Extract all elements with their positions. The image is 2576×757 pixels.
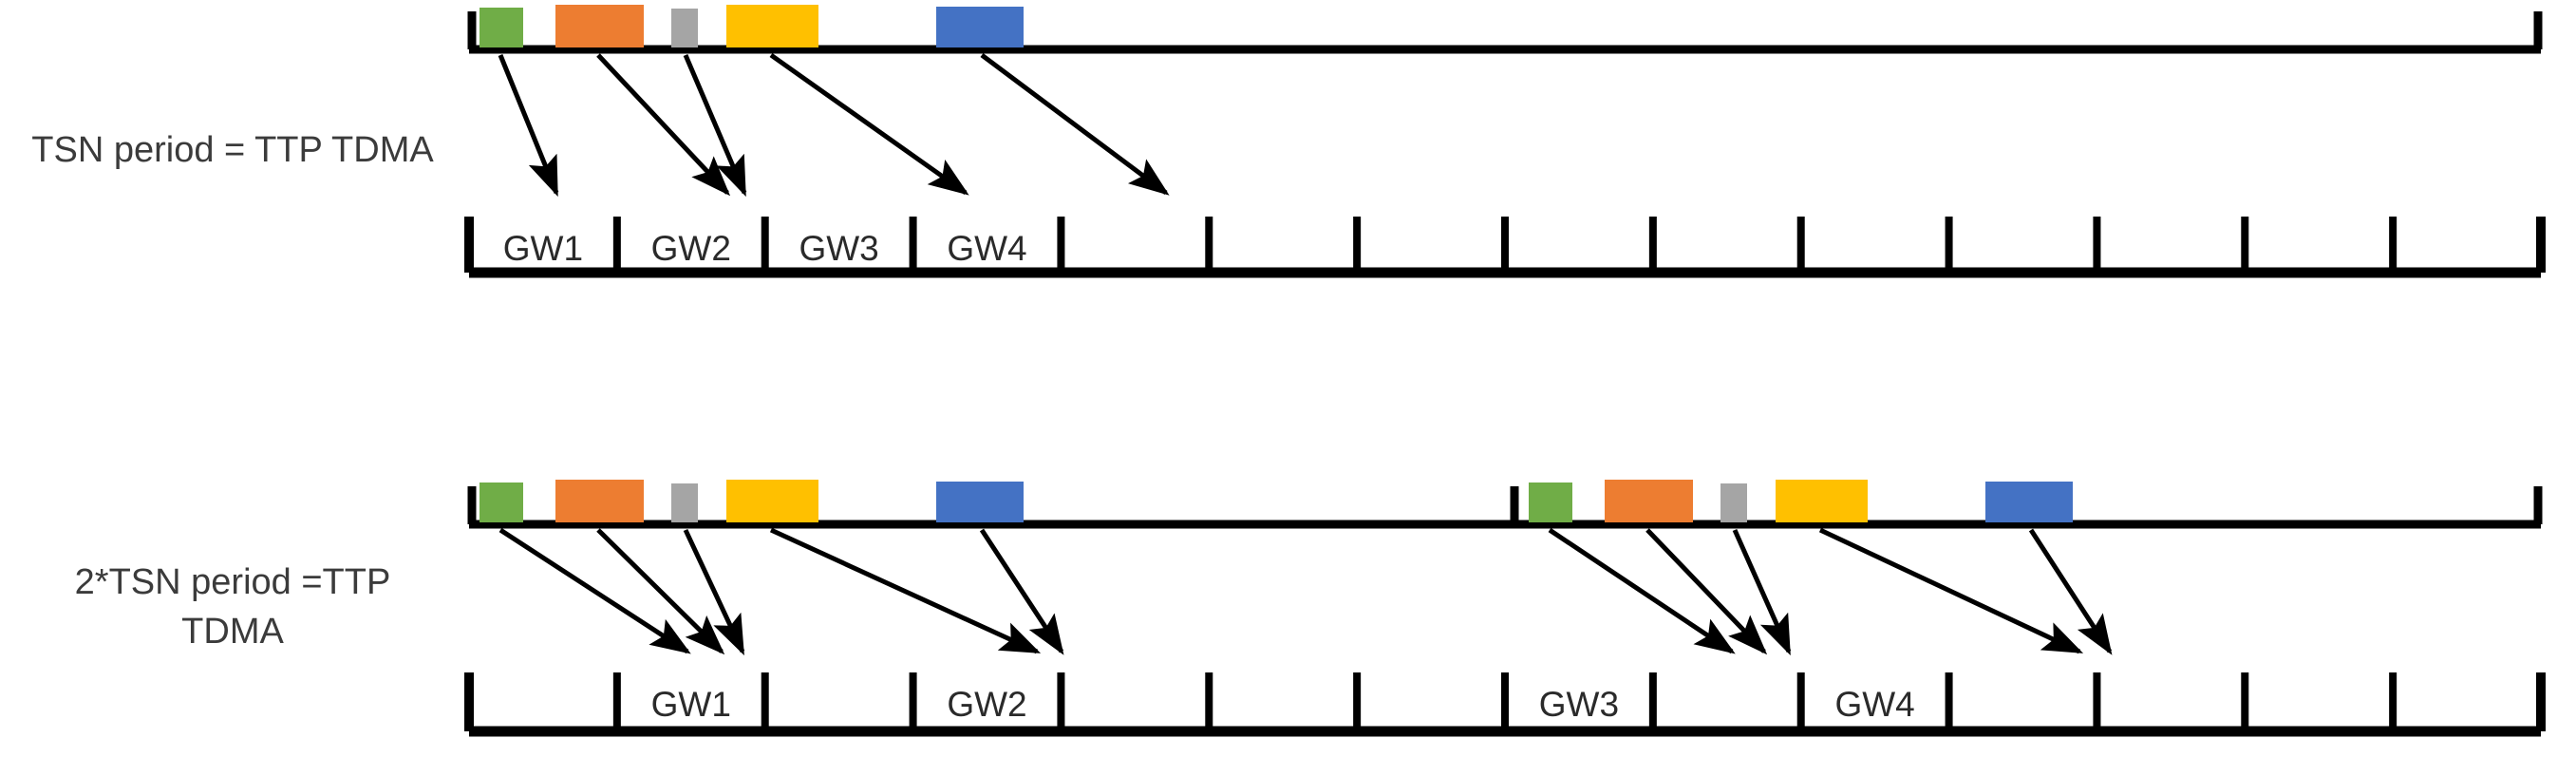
stream-yellow[interactable]	[726, 5, 818, 47]
arrow-green-2-to-gw3	[1548, 527, 1736, 654]
arrow-gray-1-to-gw1	[683, 528, 745, 656]
stream-gray-1[interactable]	[671, 483, 698, 522]
arrow-yellow-1-to-gw2	[769, 527, 1042, 654]
stream-green-1[interactable]	[479, 483, 523, 522]
arrow-gray-to-gw2	[683, 54, 747, 198]
tdma-slot-label-gw3: GW3	[1538, 685, 1620, 724]
arrow-blue-to-gw4	[980, 52, 1170, 196]
stream-green-2[interactable]	[1529, 483, 1572, 522]
arrow-green-1-to-gw1	[498, 527, 691, 654]
tdma-slot-label-gw4: GW4	[1834, 685, 1915, 724]
tdma-slot-label-gw1: GW1	[502, 229, 584, 268]
arrow-orange-to-gw2	[596, 53, 731, 197]
stream-gray[interactable]	[671, 9, 698, 47]
stream-orange-2[interactable]	[1605, 480, 1693, 522]
stream-blue-1[interactable]	[936, 482, 1024, 522]
row-label-tsn-period: TSN period = TTP TDMA	[31, 130, 434, 170]
arrow-yellow-to-gw3	[769, 52, 969, 196]
stream-green[interactable]	[479, 8, 523, 47]
arrow-orange-1-to-gw1	[596, 528, 725, 655]
tdma-slot-label-gw2: GW2	[947, 685, 1027, 724]
stream-yellow-1[interactable]	[726, 480, 818, 522]
arrow-green-to-gw1	[498, 54, 559, 198]
arrow-yellow-2-to-gw4	[1818, 527, 2084, 654]
stream-yellow-2[interactable]	[1776, 480, 1868, 522]
arrow-blue-1-to-gw2	[979, 528, 1064, 655]
tdma-slot-label-gw2: GW2	[650, 229, 731, 268]
stream-blue[interactable]	[936, 7, 1024, 47]
tdma-slot-label-gw1: GW1	[650, 685, 731, 724]
arrow-blue-2-to-gw4	[2028, 528, 2113, 655]
tdma-slot-label-gw4: GW4	[947, 229, 1027, 268]
row-group-bottom	[464, 480, 2546, 737]
arrow-orange-2-to-gw3	[1645, 528, 1768, 655]
arrow-gray-2-to-gw3	[1732, 528, 1792, 656]
stream-orange-1[interactable]	[555, 480, 644, 522]
row-group-top	[464, 5, 2546, 278]
stream-gray-2[interactable]	[1720, 483, 1747, 522]
row-label-2x-tsn-period: 2*TSN period =TTP TDMA	[74, 562, 391, 652]
tdma-slot-label-gw3: GW3	[799, 229, 879, 268]
stream-orange[interactable]	[555, 5, 644, 47]
stream-blue-2[interactable]	[1985, 482, 2073, 522]
